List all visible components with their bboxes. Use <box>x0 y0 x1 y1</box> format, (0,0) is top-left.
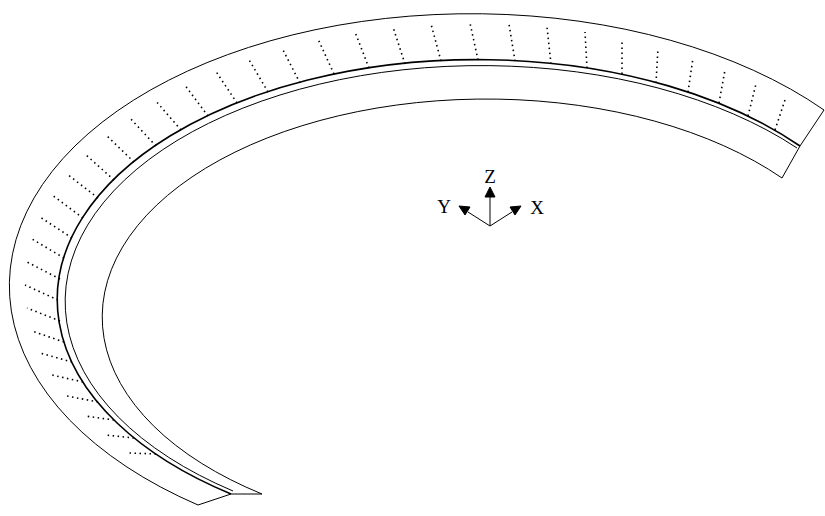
axis-triad <box>459 187 521 226</box>
vector-field-dots <box>25 23 785 454</box>
band-inner-edge <box>102 99 782 494</box>
axis-label: Z <box>484 167 496 186</box>
band-crease-line <box>57 60 800 494</box>
axis-label: X <box>530 198 544 217</box>
band-end-edge <box>782 110 824 178</box>
band-outer-edge <box>9 14 824 505</box>
band-end-edge <box>198 494 262 505</box>
band-crease-line <box>65 66 797 491</box>
axis-label: Y <box>437 197 451 216</box>
